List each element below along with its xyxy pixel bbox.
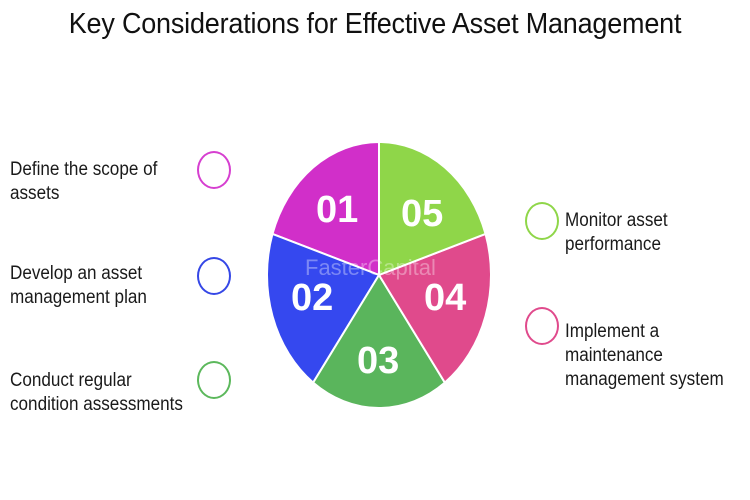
item-condition-assessments-line1: Conduct regular	[10, 370, 132, 391]
item-define-scope-line1: Define the scope of	[10, 159, 158, 180]
diagram-title: Key Considerations for Effective Asset M…	[68, 8, 682, 40]
ring-icon-monitor-performance	[525, 202, 559, 240]
item-maintenance-system-line3: management system	[565, 369, 724, 390]
segment-02	[266, 232, 381, 385]
segment-number-01: 01	[316, 189, 358, 231]
segment-03	[311, 273, 447, 409]
ring-icon-maintenance-system	[525, 307, 559, 345]
segment-number-03: 03	[357, 340, 399, 382]
ring-icon-condition-assessments	[197, 361, 231, 399]
item-maintenance-system-line2: maintenance	[565, 345, 663, 366]
item-maintenance-system: Implement a maintenance management syste…	[565, 320, 724, 392]
segment-04	[377, 232, 492, 385]
segment-number-05: 05	[401, 193, 443, 235]
item-condition-assessments: Conduct regular condition assessments	[10, 369, 183, 417]
item-develop-plan-line2: management plan	[10, 287, 147, 308]
segment-number-04: 04	[424, 277, 466, 319]
item-monitor-performance-line1: Monitor asset	[565, 210, 668, 231]
item-condition-assessments-line2: condition assessments	[10, 394, 183, 415]
item-develop-plan: Develop an asset management plan	[10, 262, 147, 310]
item-maintenance-system-line1: Implement a	[565, 321, 660, 342]
watermark-text: FasterCapital	[305, 255, 436, 280]
segment-01	[271, 140, 380, 277]
ring-icon-define-scope	[197, 151, 231, 189]
item-develop-plan-line1: Develop an asset	[10, 263, 143, 284]
item-monitor-performance-line2: performance	[565, 234, 662, 255]
segment-05	[378, 140, 487, 277]
segment-number-02: 02	[291, 277, 333, 319]
item-define-scope-line2: assets	[10, 183, 60, 204]
ring-icon-develop-plan	[197, 257, 231, 295]
item-monitor-performance: Monitor asset performance	[565, 209, 668, 257]
item-define-scope: Define the scope of assets	[10, 158, 157, 206]
